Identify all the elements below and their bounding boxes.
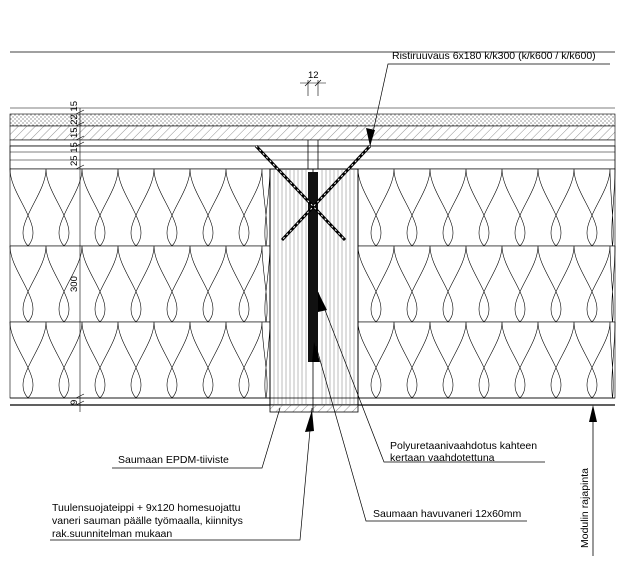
label-epdm: Saumaan EPDM-tiiviste [118, 454, 229, 466]
dimension-chain: 15 22 15 25 15 300 9 [69, 101, 85, 412]
label-tape-3: rak.suunnitelman mukaan [52, 528, 172, 540]
label-polyurethane-2: kertaan vaahdotettuna [390, 452, 495, 464]
leader-polyurethane: Polyuretaanivaahdotus kahteen kertaan va… [317, 291, 545, 464]
leader-plywood: Saumaan havuvaneri 12x60mm [312, 342, 527, 522]
dim-top-layers: 15 22 15 [69, 101, 80, 138]
label-plywood: Saumaan havuvaneri 12x60mm [373, 508, 522, 520]
label-polyurethane-1: Polyuretaanivaahdotus kahteen [390, 440, 537, 452]
leader-screw: Ristiruuvaus 6x180 k/k300 (k/k600 / k/k6… [366, 50, 610, 147]
label-module-boundary: Modulin rajapinta [579, 468, 591, 548]
leader-epdm: Saumaan EPDM-tiiviste [112, 407, 281, 469]
top-layers [9, 113, 616, 170]
polyurethane-foam-strip [308, 172, 318, 362]
cross-screws [254, 144, 372, 242]
label-tape-2: vaneri sauman päälle työmaalla, kiinnity… [52, 515, 243, 527]
epdm-seal [269, 404, 359, 413]
insulation-right [357, 168, 616, 399]
bottom-layers [10, 397, 615, 413]
leader-tape: Tuulensuojateippi + 9x120 homesuojattu v… [50, 407, 314, 541]
timber-joint [269, 140, 359, 406]
dim-bottom: 9 [69, 400, 80, 405]
gap-dimension: 12 [300, 70, 326, 96]
label-tape-1: Tuulensuojateippi + 9x120 homesuojattu [52, 502, 241, 514]
dim-gap: 12 [308, 70, 319, 81]
label-screw: Ristiruuvaus 6x180 k/k300 (k/k600 / k/k6… [392, 50, 596, 62]
module-boundary-arrow: Modulin rajapinta [579, 405, 597, 556]
insulation-left [9, 168, 271, 399]
dim-batten-layers: 25 15 [69, 142, 80, 166]
dim-insulation: 300 [69, 276, 80, 292]
